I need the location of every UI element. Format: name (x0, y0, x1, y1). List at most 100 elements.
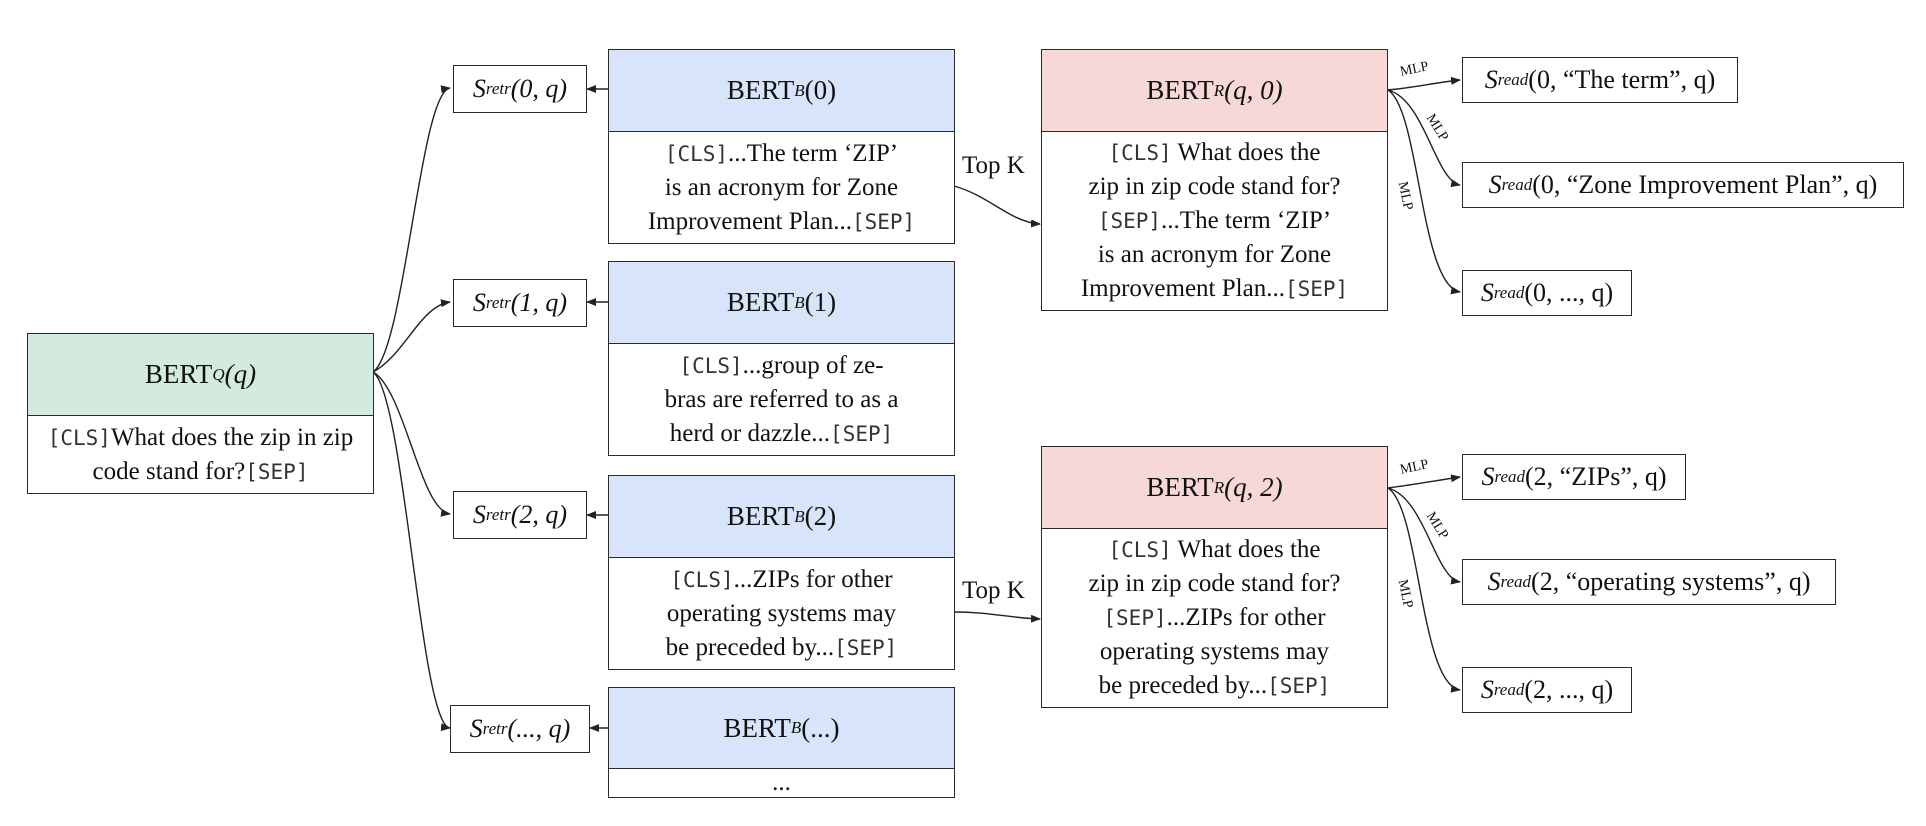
block-label: BERT (726, 501, 795, 531)
read-args: (0, “The term”, q) (1528, 65, 1716, 94)
reader-line: zip in zip code stand for? (1088, 173, 1341, 200)
read-sub: read (1494, 467, 1525, 486)
block-arg: (0) (804, 75, 837, 105)
block-line: ...group of ze- (742, 351, 884, 379)
read-symbol: S (1488, 170, 1502, 199)
query-encoder-label: BERT (144, 359, 213, 389)
edge-query-retr2 (372, 371, 451, 517)
reader-line: be preceded by... (1098, 672, 1268, 699)
retr-symbol: S (472, 288, 486, 317)
edge-r2-s3 (1387, 474, 1461, 489)
reader-arg: (q, 2) (1224, 472, 1283, 502)
reader-cls: [CLS] (1108, 538, 1172, 562)
topk-label-2: Top K (962, 577, 1025, 604)
block-label: BERT (726, 75, 795, 105)
edge-topk-0 (953, 185, 1041, 228)
block-cls: [CLS] (670, 567, 734, 592)
reader-label: BERT (1146, 75, 1214, 105)
retr-sub: retr (482, 719, 508, 738)
reader-sub: R (1213, 477, 1225, 497)
reader-label: BERT (1146, 472, 1214, 502)
reader-line: What does the (1177, 536, 1321, 563)
read-sub: read (1501, 175, 1533, 194)
reader-line: What does the (1177, 139, 1321, 166)
reader-cls: [CLS] (1108, 141, 1172, 165)
query-sep: [SEP] (245, 459, 309, 484)
read-symbol: S (1480, 278, 1494, 307)
topk-label-0: Top K (962, 152, 1025, 179)
reader-line: Improvement Plan... (1080, 275, 1285, 302)
read-args: (2, “ZIPs”, q) (1525, 462, 1667, 491)
block-sub: B (794, 292, 805, 312)
read-symbol: S (1484, 65, 1498, 94)
block-cls: [CLS] (679, 353, 743, 378)
retr-symbol: S (472, 74, 486, 103)
edge-query-retr0 (372, 85, 451, 373)
block-0-text: [CLS]...The term ‘ZIP’ is an acronym for… (608, 132, 955, 244)
block-line: herd or dazzle... (669, 419, 831, 447)
reader-arg: (q, 0) (1224, 75, 1283, 105)
read-args: (0, ..., q) (1524, 278, 1614, 307)
reader-line: ...The term ‘ZIP’ (1161, 207, 1332, 234)
reader-sep: [SEP] (1097, 209, 1162, 233)
edge-topk-2 (953, 611, 1041, 623)
block-sep: [SEP] (851, 209, 916, 234)
block-1-text: [CLS]...group of ze- bras are referred t… (608, 344, 955, 456)
block-label: BERT (726, 287, 795, 317)
edge-r2-s4 (1387, 487, 1461, 585)
query-encoder-sub: Q (212, 364, 225, 384)
reader-2-text: [CLS] What does the zip in zip code stan… (1041, 529, 1388, 708)
block-n-text: ... (608, 769, 955, 798)
read-sub: read (1493, 680, 1525, 699)
read-sub: read (1497, 70, 1529, 89)
block-arg: (1) (804, 287, 837, 317)
block-sub: B (794, 80, 805, 100)
block-sub: B (790, 718, 802, 737)
retr-sub: retr (485, 293, 511, 312)
block-sep: [SEP] (830, 421, 894, 446)
reader-sep: [SEP] (1284, 277, 1349, 301)
retr-sub: retr (485, 505, 511, 524)
block-sub: B (794, 506, 805, 526)
edge-r0-s2 (1387, 89, 1461, 295)
block-line: Improvement Plan... (647, 207, 852, 235)
edge-r0-s1 (1387, 89, 1461, 188)
retr-sub: retr (485, 79, 511, 98)
retr-args: (2, q) (510, 500, 568, 529)
retr-args: (0, q) (510, 74, 568, 103)
edge-r2-s5 (1387, 487, 1461, 693)
edge-r0-s0 (1387, 76, 1461, 91)
retr-args: (..., q) (507, 714, 571, 743)
retr-symbol: S (472, 500, 486, 529)
block-label: BERT (723, 712, 791, 743)
reader-0-text: [CLS] What does the zip in zip code stan… (1041, 132, 1388, 311)
query-cls: [CLS] (47, 425, 111, 450)
read-symbol: S (1487, 567, 1501, 596)
read-args: (2, ..., q) (1524, 675, 1614, 704)
edge-query-retrN (372, 371, 451, 731)
reader-line: is an acronym for Zone (1097, 241, 1332, 268)
block-line: bras are referred to as a (664, 385, 899, 413)
read-symbol: S (1480, 675, 1494, 704)
block-cls: [CLS] (664, 141, 729, 166)
block-line: is an acronym for Zone (664, 173, 899, 201)
block-sep: [SEP] (834, 635, 898, 660)
read-symbol: S (1481, 462, 1495, 491)
read-sub: read (1500, 572, 1532, 591)
block-ellipsis: ... (772, 769, 791, 796)
reader-sep: [SEP] (1267, 674, 1331, 698)
query-text: What does the zip in zip code stand for? (92, 423, 354, 485)
